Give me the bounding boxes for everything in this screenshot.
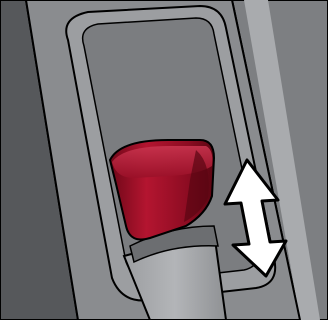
- illustration-stage: [0, 0, 328, 320]
- seat-belt-adjuster-illustration: [0, 0, 328, 320]
